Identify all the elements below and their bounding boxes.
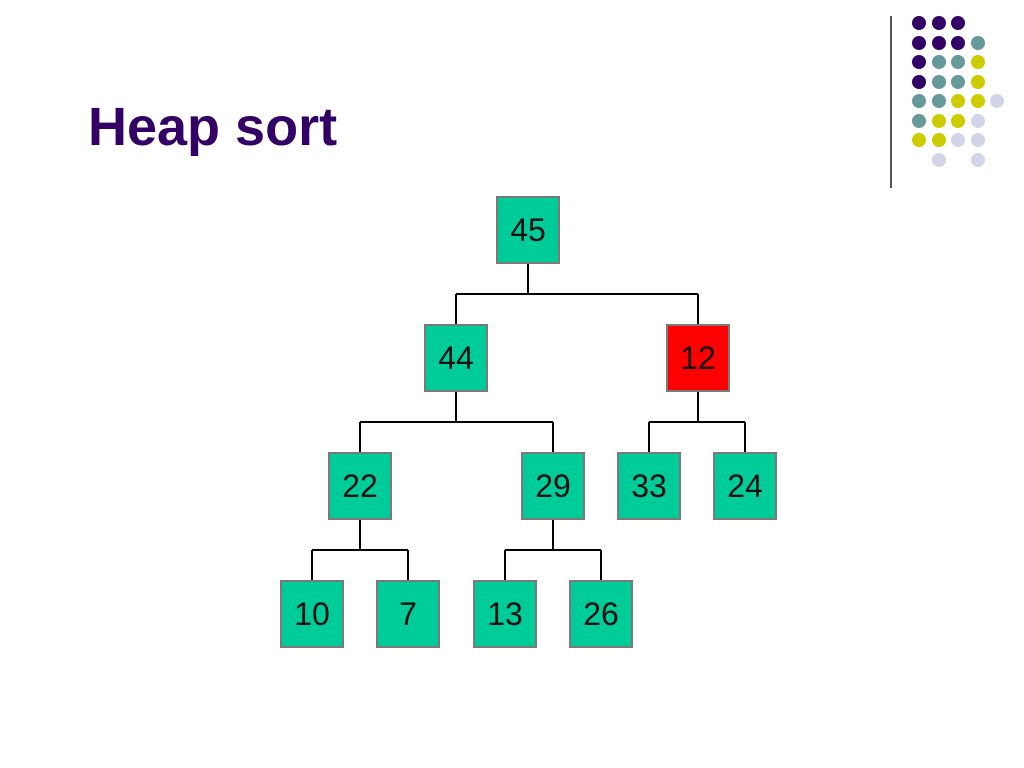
decorative-dot	[970, 35, 985, 50]
heap-node-7: 7	[376, 580, 440, 648]
decorative-dot	[931, 94, 946, 108]
decorative-dot	[912, 35, 926, 50]
decorative-dot	[931, 35, 946, 50]
decorative-dot	[951, 94, 965, 108]
decorative-dot	[931, 152, 946, 167]
decorative-dot	[931, 133, 946, 147]
decorative-dot	[990, 94, 1004, 108]
heap-node-44: 44	[424, 324, 488, 392]
decorative-dot	[951, 55, 965, 69]
decorative-dot	[912, 94, 926, 108]
heap-node-33: 33	[617, 452, 681, 520]
decorative-dot	[970, 74, 985, 89]
heap-node-45: 45	[496, 196, 560, 264]
decorative-dot	[931, 55, 946, 69]
heap-node-12: 12	[666, 324, 730, 392]
decorative-dot	[951, 16, 965, 30]
decorative-dot	[970, 94, 985, 108]
heap-node-29: 29	[521, 452, 585, 520]
heap-node-13: 13	[473, 580, 537, 648]
decorative-dot	[931, 74, 946, 89]
heap-node-24: 24	[713, 452, 777, 520]
decorative-divider	[890, 16, 892, 188]
decorative-dot	[912, 74, 926, 89]
decorative-dot	[970, 133, 985, 147]
decorative-dot	[912, 55, 926, 69]
decorative-dot	[951, 35, 965, 50]
decorative-dot	[912, 113, 926, 128]
decorative-dot	[931, 16, 946, 30]
heap-node-22: 22	[328, 452, 392, 520]
decorative-dot	[912, 133, 926, 147]
decorative-dot	[951, 74, 965, 89]
heap-node-10: 10	[280, 580, 344, 648]
decorative-dot	[951, 113, 965, 128]
decorative-dot	[951, 133, 965, 147]
slide-title: Heap sort	[88, 97, 338, 157]
decorative-dot	[931, 113, 946, 128]
decorative-dot	[970, 152, 985, 167]
decorative-dot	[970, 113, 985, 128]
decorative-dot	[912, 16, 926, 30]
heap-node-26: 26	[569, 580, 633, 648]
decorative-dot	[970, 55, 985, 69]
